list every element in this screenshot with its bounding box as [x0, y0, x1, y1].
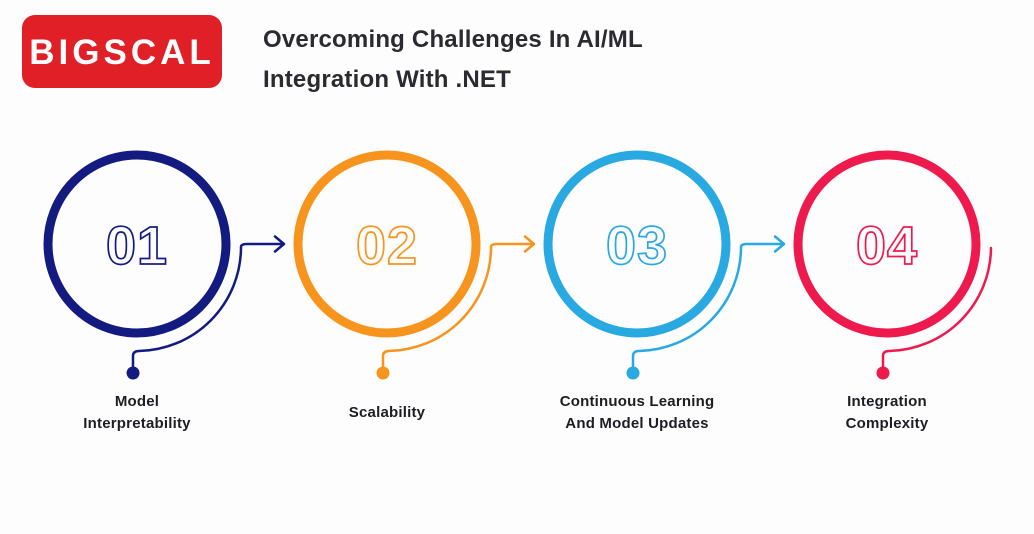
step-3-label: Continuous Learning And Model Updates [559, 392, 715, 433]
step-1-graphic: 01 [43, 150, 286, 380]
step-3-number: 03 [606, 216, 668, 276]
step-3-graphic: 03 [543, 150, 786, 380]
step-2-connector-arrow-icon [381, 235, 536, 369]
step-3-connector-dot-icon [626, 366, 640, 380]
step-4-circle [793, 150, 981, 338]
step-4-connector-curve-icon [881, 246, 993, 369]
step-2-graphic: 02 [293, 150, 536, 380]
step-1-number: 01 [106, 216, 168, 276]
step-2-circle [293, 150, 481, 338]
logo-wordmark: BIGSCAL [29, 33, 215, 72]
step-4-connector-dot-icon [876, 366, 890, 380]
step-2-number: 02 [356, 216, 418, 276]
page-title: Overcoming Challenges In AI/ML Integrati… [263, 20, 643, 100]
step-1-circle [43, 150, 231, 338]
step-1-label: Model Interpretability [83, 392, 191, 433]
page-title-line-2: Integration With .NET [263, 66, 511, 93]
step-1-model-interpretability: 01 Model Interpretability [30, 140, 300, 480]
step-2-scalability: 02 Scalability [280, 140, 550, 480]
page-title-line-1: Overcoming Challenges In AI/ML [263, 26, 643, 53]
step-4-integration-complexity: 04 Integration Complexity [780, 140, 1034, 480]
step-4-number: 04 [856, 216, 918, 276]
step-2-connector-dot-icon [376, 366, 390, 380]
step-2-label: Scalability [348, 403, 426, 421]
step-4-graphic: 04 [793, 150, 993, 380]
step-3-connector-arrow-icon [631, 235, 786, 369]
bigscal-logo: BIGSCAL [22, 15, 222, 88]
logo-background [22, 15, 222, 88]
step-4-label: Integration Complexity [845, 392, 929, 433]
step-1-connector-dot-icon [126, 366, 140, 380]
step-3-circle [543, 150, 731, 338]
step-1-connector-arrow-icon [131, 235, 286, 369]
step-3-continuous-learning: 03 Continuous Learning And Model Updates [530, 140, 800, 480]
